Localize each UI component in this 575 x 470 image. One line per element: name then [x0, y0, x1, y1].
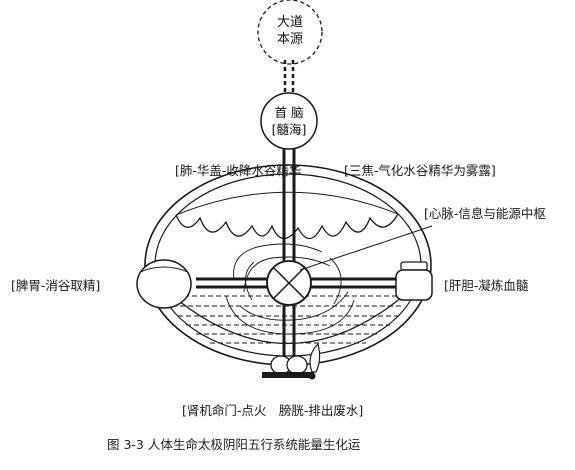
brain-line-2: [髓海] — [271, 122, 307, 137]
ignition-dot — [308, 372, 316, 380]
kidney-label: [肾机命门-点火 膀胱-排出废水] — [182, 403, 364, 418]
heart-label: [心脉-信息与能源中枢 — [424, 206, 546, 221]
lung-label: [肺-华盖-收降水谷精华 — [175, 163, 302, 178]
spleen-label: [脾胃-消谷取精] — [11, 278, 101, 293]
lung-canopy — [175, 213, 399, 240]
spleen-pot-rim — [139, 266, 189, 273]
dao-source-text: 大道 本源 — [258, 14, 322, 48]
dao-line-1: 大道 — [276, 15, 303, 30]
figure-caption: 图 3-3 人体生命太极阴阳五行系统能量生化运 — [107, 437, 361, 452]
bladder-bar — [262, 372, 314, 378]
energy-swirls — [225, 243, 355, 335]
liver-label: [肝胆-凝炼血髓 — [444, 278, 529, 293]
dao-line-2: 本源 — [276, 32, 303, 47]
brain-text: 首 脑 [髓海] — [259, 104, 319, 138]
dao-source-circle — [257, 0, 323, 65]
heart-pointer-line — [299, 225, 433, 271]
fire-flame — [309, 342, 321, 373]
brain-line-1: 首 脑 — [274, 105, 304, 120]
kidney-right — [286, 355, 308, 375]
heart-cross-b — [273, 267, 305, 299]
water-basin-arc — [167, 291, 409, 345]
lung-canopy-top — [175, 191, 399, 216]
brain-circle — [260, 92, 318, 150]
liver-jar-body — [395, 269, 433, 301]
sanjiao-label: [三焦-气化水谷精华为雾露] — [344, 163, 496, 178]
liver-jar-lid — [400, 261, 428, 271]
spleen-stomach-pot — [136, 259, 192, 309]
